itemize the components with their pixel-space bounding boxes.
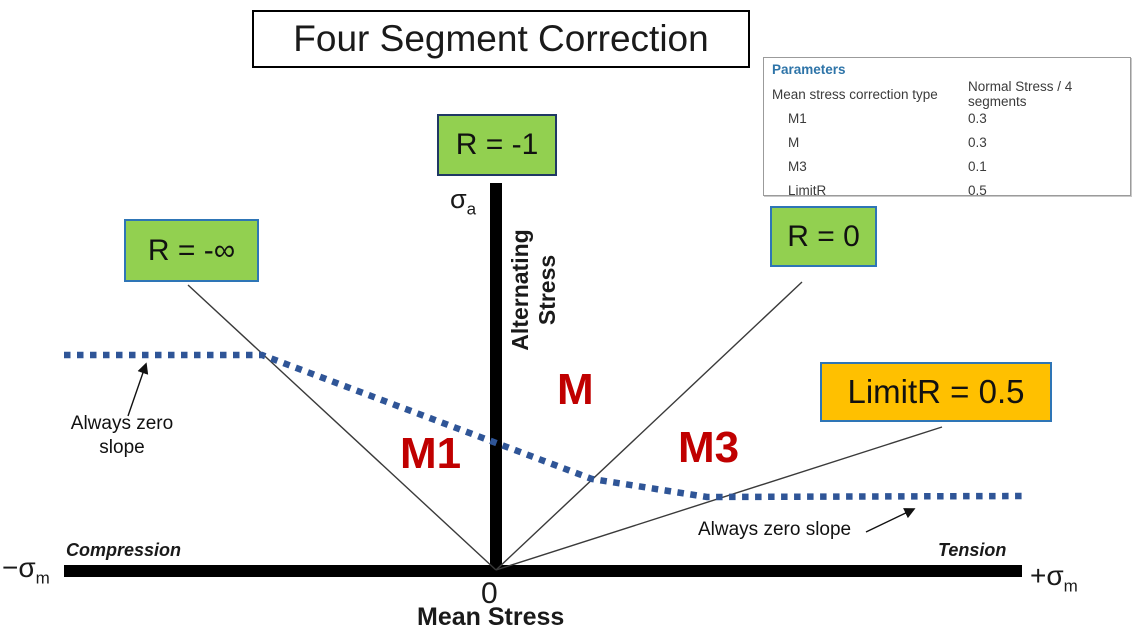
parameter-row-m3: M3 0.1 [772, 154, 1130, 178]
title-box: Four Segment Correction [252, 10, 750, 68]
left-zero-slope-line2: slope [99, 436, 145, 458]
callout-label: LimitR = 0.5 [847, 373, 1025, 410]
parameter-label: LimitR [788, 182, 827, 198]
callout-r-minus-1: R = -1 [437, 114, 557, 176]
callout-r-zero: R = 0 [770, 206, 877, 267]
pos-sigma-symbol: +σ [1030, 560, 1064, 591]
neg-sigma-m-label: −σm [2, 552, 50, 589]
parameters-panel-title: Parameters [772, 62, 846, 77]
compression-label: Compression [66, 540, 182, 560]
pos-sigma-m-label: +σm [1030, 560, 1078, 597]
vertical-axis-title: Alternating Stress [507, 190, 563, 390]
callout-limitr: LimitR = 0.5 [820, 362, 1052, 422]
parameter-row-limitr: LimitR 0.5 [772, 178, 1130, 202]
sigma-a-label: σa [450, 184, 476, 219]
parameter-row-m1: M1 0.3 [772, 106, 1130, 130]
parameter-label: M [788, 134, 800, 150]
sigma-subscript: a [466, 199, 477, 219]
parameter-value: 0.5 [968, 182, 987, 198]
page-title: Four Segment Correction [293, 18, 709, 59]
parameter-value: 0.1 [968, 158, 987, 174]
segment-label-m1: M1 [400, 429, 462, 478]
origin-label: 0 [481, 577, 498, 610]
parameter-value: 0.3 [968, 110, 987, 126]
parameter-label: M1 [788, 110, 807, 126]
callout-label: R = -∞ [147, 233, 236, 267]
parameters-col2-header: Normal Stress / 4 segments [968, 79, 1073, 109]
parameter-value: 0.3 [968, 134, 987, 150]
vertical-axis [490, 183, 502, 577]
parameter-row-m: M 0.3 [772, 130, 1130, 154]
r-minus-infinity-line [187, 284, 497, 571]
segment-label-m: M [557, 365, 594, 414]
callout-label: R = 0 [787, 219, 860, 253]
vertical-axis-title-line2: Stress [534, 254, 561, 326]
parameters-header-row: Mean stress correction type Normal Stres… [772, 79, 1130, 109]
callout-r-minus-infinity: R = -∞ [124, 219, 259, 282]
left-zero-slope-line1: Always zero [70, 413, 174, 434]
horizontal-axis [64, 565, 1022, 577]
parameters-panel: Parameters Mean stress correction type N… [763, 57, 1131, 198]
callout-label: R = -1 [455, 128, 539, 161]
neg-sigma-subscript: m [35, 568, 50, 588]
horizontal-axis-title: Mean Stress [417, 603, 565, 631]
segment-label-m3: M3 [678, 423, 740, 472]
sigma-symbol: σ [450, 184, 467, 214]
tension-label: Tension [938, 540, 1007, 560]
parameters-col1-header: Mean stress correction type [772, 86, 938, 102]
neg-sigma-symbol: −σ [2, 552, 36, 583]
right-zero-slope-annotation: Always zero slope [698, 519, 852, 540]
parameter-label: M3 [788, 158, 807, 174]
left-annotation-arrow [127, 362, 149, 417]
pos-sigma-subscript: m [1063, 576, 1078, 596]
vertical-axis-title-line1: Alternating [507, 229, 533, 351]
left-zero-slope-annotation: Always zero slope [58, 412, 186, 460]
right-annotation-arrow [865, 508, 916, 533]
